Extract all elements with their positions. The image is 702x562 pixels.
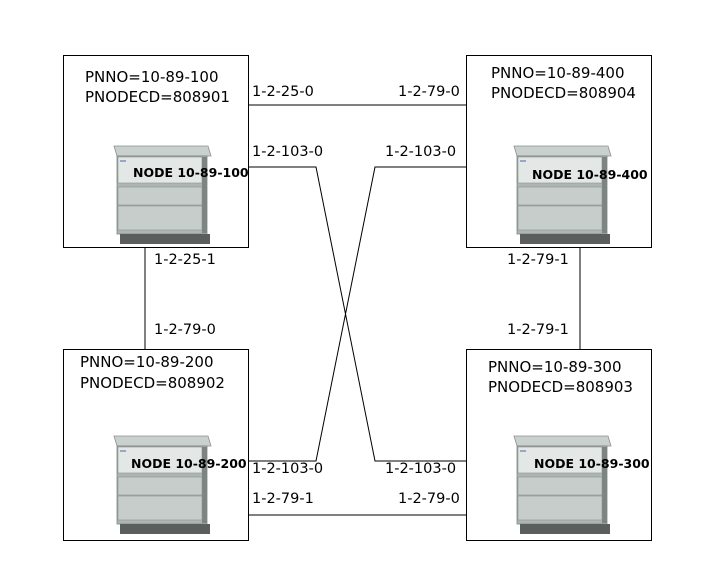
pnodecd-label: PNODECD=808903 [488,378,633,396]
network-device-icon [513,435,612,534]
node-box-10-89-100: PNNO=10-89-100 PNODECD=808901 NODE 10-89… [63,55,249,248]
pnodecd-label: PNODECD=808904 [491,84,636,102]
node-name-label: NODE 10-89-400 [532,167,648,182]
node-box-10-89-300: PNNO=10-89-300 PNODECD=808903 NODE 10-89… [466,349,652,541]
port-label-200-to-100: 1-2-79-0 [154,322,216,338]
network-device-icon [113,435,212,534]
node-name-label: NODE 10-89-200 [131,456,247,471]
link-100-300 [249,166,466,462]
node-name-label: NODE 10-89-300 [534,456,650,471]
port-label-300-to-200: 1-2-79-0 [398,491,460,507]
port-label-100-to-400: 1-2-25-0 [252,84,314,100]
node-box-10-89-400: PNNO=10-89-400 PNODECD=808904 NODE 10-89… [466,55,652,248]
pnodecd-label: PNODECD=808901 [85,88,230,106]
network-device-icon [113,145,212,244]
pnno-label: PNNO=10-89-200 [80,353,214,371]
pnodecd-label: PNODECD=808902 [80,374,225,392]
link-400-200 [249,166,466,462]
port-label-100-to-200: 1-2-25-1 [154,252,216,268]
port-label-100-cross: 1-2-103-0 [252,144,324,160]
pnno-label: PNNO=10-89-100 [85,68,219,86]
pnno-label: PNNO=10-89-400 [491,64,625,82]
port-label-400-cross: 1-2-103-0 [385,144,457,160]
node-name-label: NODE 10-89-100 [133,165,249,180]
node-box-10-89-200: PNNO=10-89-200 PNODECD=808902 NODE 10-89… [63,349,249,541]
port-label-200-cross: 1-2-103-0 [252,461,324,477]
port-label-200-to-300: 1-2-79-1 [252,491,314,507]
port-label-300-to-400: 1-2-79-1 [507,322,569,338]
port-label-400-to-300: 1-2-79-1 [507,252,569,268]
port-label-300-cross: 1-2-103-0 [385,461,457,477]
network-device-icon [513,145,612,244]
pnno-label: PNNO=10-89-300 [488,358,622,376]
port-label-400-to-100: 1-2-79-0 [398,84,460,100]
